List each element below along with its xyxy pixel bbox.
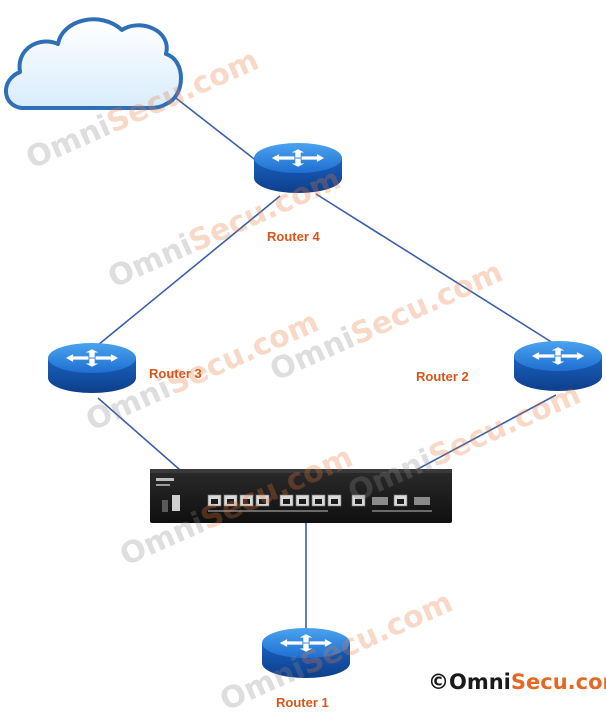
link-cloud-router4 (171, 94, 259, 163)
router-4-label: Router 4 (267, 229, 320, 244)
router-3-label: Router 3 (149, 366, 202, 381)
cloud-icon (4, 17, 183, 110)
router-4-icon (254, 143, 342, 193)
router-1-icon (262, 628, 350, 678)
link-router4-router2 (315, 193, 554, 344)
router-2-icon (514, 341, 602, 391)
copyright-notice: ©OmniSecu.com (428, 670, 606, 694)
switch-icon (150, 469, 452, 523)
router-1-label: Router 1 (276, 695, 329, 710)
network-links (97, 94, 557, 630)
router-2-label: Router 2 (416, 369, 469, 384)
router-3-icon (48, 343, 136, 393)
link-router4-router3 (97, 195, 281, 346)
